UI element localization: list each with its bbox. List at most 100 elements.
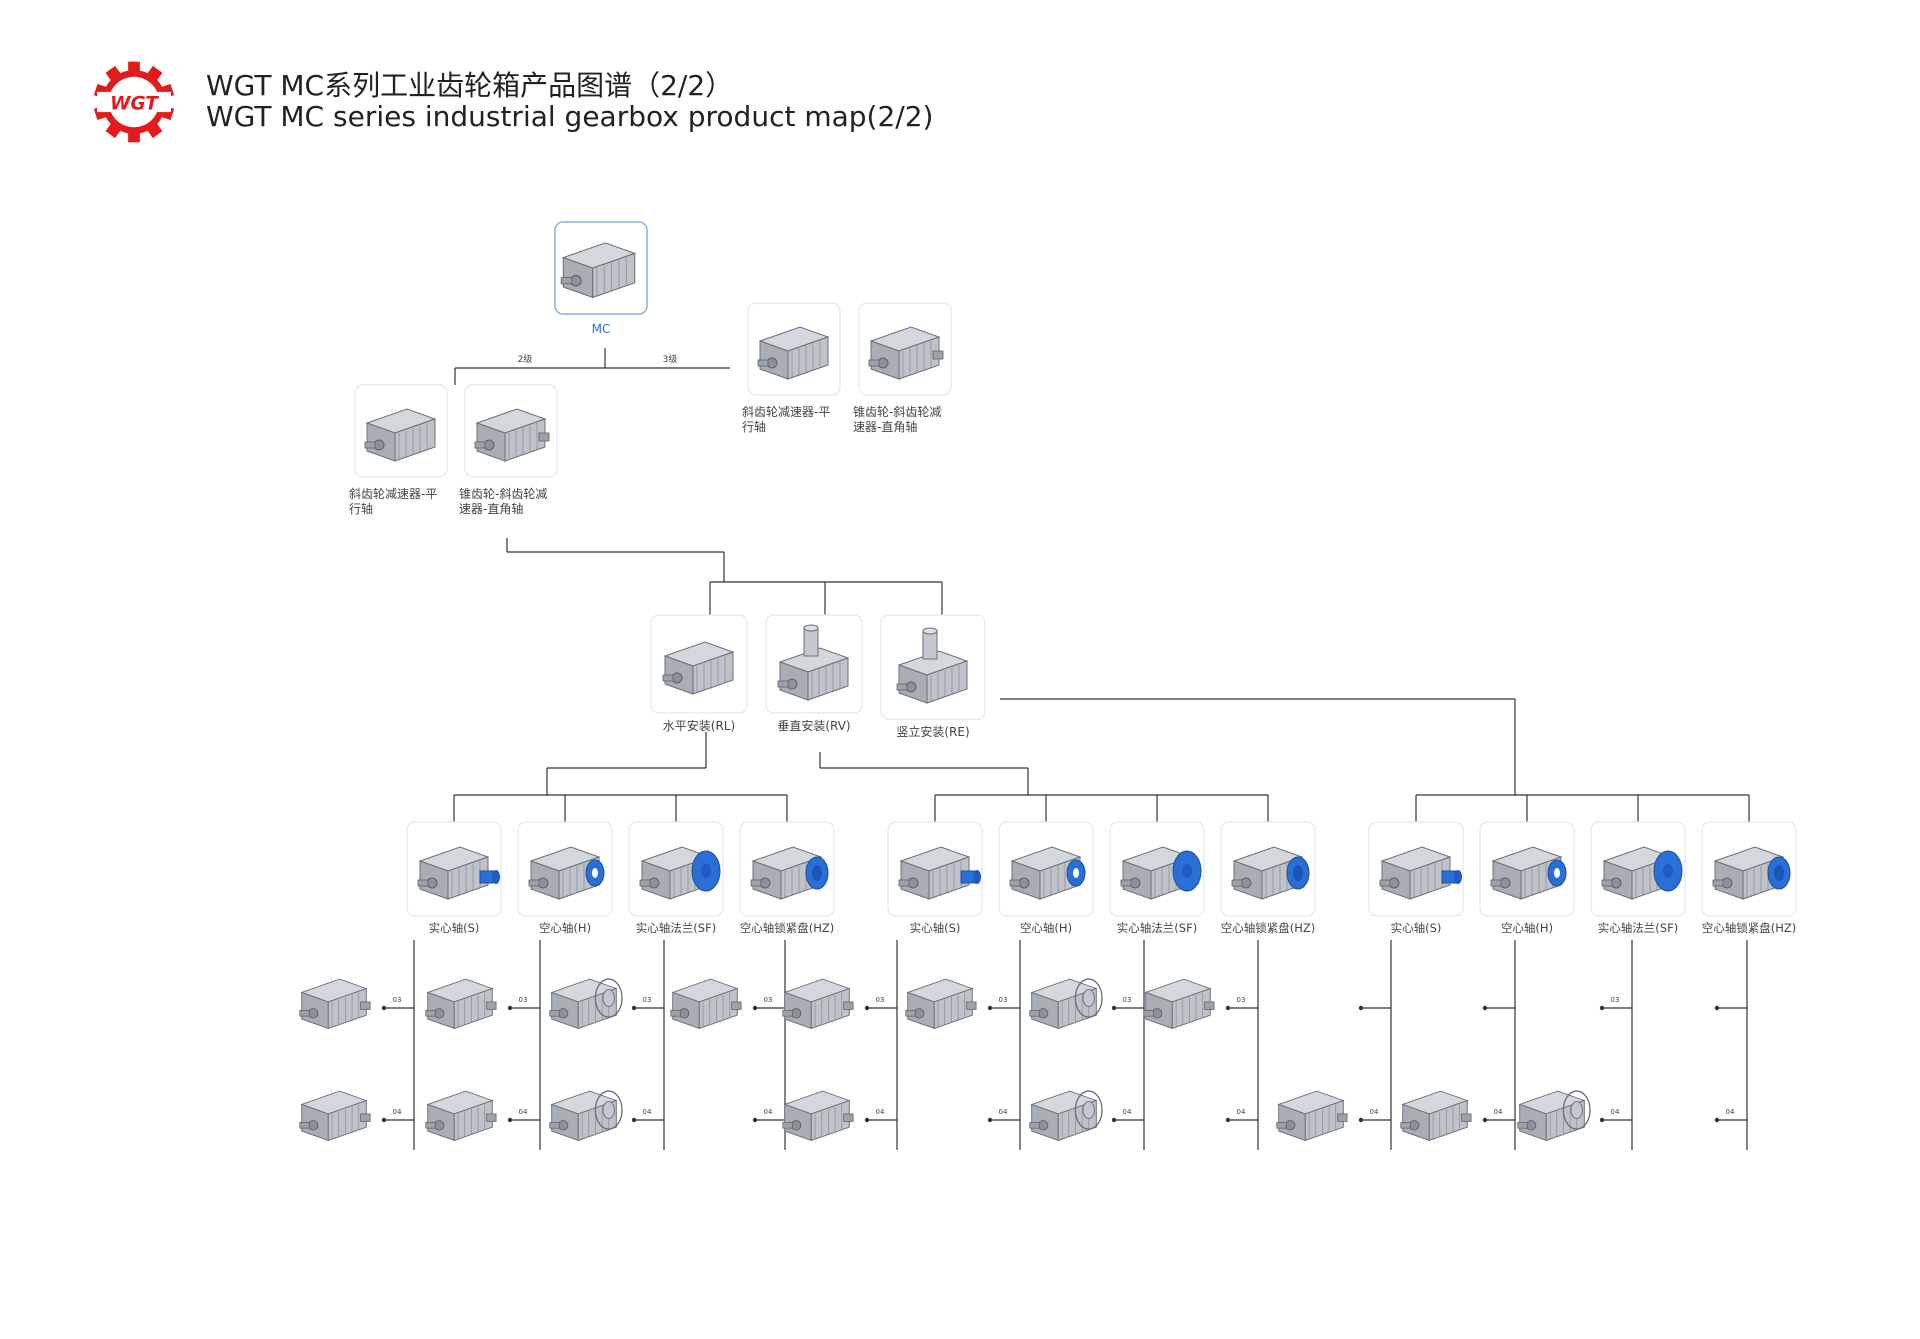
gearbox-shaft-stub [1712, 879, 1724, 887]
gray-output-shaft [360, 1001, 371, 1010]
gearbox-tower [922, 630, 938, 660]
gearbox-shaft-stub [1517, 1122, 1528, 1129]
blue-disc-hub [1774, 865, 1784, 881]
gray-output-shaft [966, 1001, 977, 1010]
shaft-gearbox-icon [898, 846, 981, 900]
logo-tooth [128, 128, 140, 143]
variant-code-04: 04 [643, 1108, 652, 1116]
gearbox-shaft-stub [777, 680, 789, 688]
variant-dot [507, 1117, 513, 1123]
variant-dot [507, 1005, 513, 1011]
gearbox-shaft-stub [425, 1122, 436, 1129]
shaft-gearbox-icon [1601, 846, 1683, 900]
gearbox-side [692, 651, 734, 695]
mounting-gearbox-icon [662, 641, 735, 695]
gearbox-input-shaft [537, 877, 549, 889]
variant-dot [864, 1117, 870, 1123]
gearbox-input-shaft [759, 877, 771, 889]
gearbox-side [592, 252, 636, 299]
gearbox-side [504, 418, 546, 462]
gearbox-shaft-stub [898, 879, 910, 887]
shaft-type-label: 实心轴(S) [910, 921, 961, 935]
gearbox-shaft-stub [1276, 1122, 1287, 1129]
gearbox-shaft-stub [1143, 1010, 1154, 1017]
variant-dot [1599, 1005, 1605, 1011]
root-gearbox-icon [560, 242, 637, 299]
root-label: MC [592, 322, 611, 336]
gearbox-input-shaft [1721, 877, 1733, 889]
variant-dot [1599, 1117, 1605, 1123]
gray-output-shaft [843, 1001, 854, 1010]
variant-dot [864, 1005, 870, 1011]
variant-dot [987, 1005, 993, 1011]
variant-gearbox-icon [1143, 978, 1215, 1030]
gearbox-input-shaft [557, 1120, 569, 1131]
gearbox-input-shaft [1408, 1120, 1420, 1131]
gearbox-shaft-stub [1379, 879, 1391, 887]
gearbox-input-shaft [1610, 877, 1622, 889]
gearbox-side [447, 856, 489, 900]
gray-flange-hub [1082, 989, 1095, 1008]
gearbox-shaft-stub [1120, 879, 1132, 887]
variant-dot [1358, 1117, 1364, 1123]
mounting-label: 竖立安装(RE) [896, 724, 969, 739]
variant-code-04: 04 [1494, 1108, 1503, 1116]
blue-output-end [492, 870, 500, 884]
gray-output-shaft [1461, 1113, 1472, 1122]
mounting-label: 水平安装(RL) [663, 718, 735, 733]
level1-label-line1: 锥齿轮-斜齿轮减 [459, 487, 547, 501]
shaft-type-label: 空心轴锁紧盘(HZ) [1702, 921, 1797, 935]
variant-code-03: 03 [393, 996, 402, 1004]
shaft-type-label: 实心轴法兰(SF) [1598, 921, 1678, 935]
variant-dot [1482, 1005, 1488, 1011]
page-title-cn: WGT MC系列工业齿轮箱产品图谱（2/2） [206, 69, 734, 102]
variant-dot [1225, 1005, 1231, 1011]
gray-output-flange [1562, 1090, 1591, 1130]
gearbox-tower-cap [803, 624, 819, 632]
gray-output-flange [1074, 978, 1103, 1018]
gray-output-flange [1074, 1090, 1103, 1130]
gearbox-input-shaft [307, 1120, 319, 1131]
gearbox-side [453, 1099, 493, 1142]
blue-disc-hub [1293, 865, 1303, 881]
variant-gearbox-icon [299, 978, 371, 1030]
gearbox-input-shaft [433, 1008, 445, 1019]
gearbox-shaft-stub [1009, 879, 1021, 887]
gearbox-input-shaft [913, 1008, 925, 1019]
logo-tooth [128, 61, 140, 76]
variant-code-04: 04 [764, 1108, 773, 1116]
variant-code-04: 04 [1370, 1108, 1379, 1116]
gearbox-input-shaft [648, 877, 660, 889]
gearbox-shaft-stub [868, 359, 880, 367]
logo-band [97, 91, 171, 113]
shaft-type-label: 实心轴(S) [1391, 921, 1442, 935]
gray-output-shaft [1337, 1113, 1348, 1122]
gearbox-side [1428, 1099, 1468, 1142]
gearbox-input-shaft [1388, 877, 1400, 889]
blue-flange-hub [701, 864, 711, 878]
variant-dot [381, 1117, 387, 1123]
variant-gearbox-icon [425, 1090, 497, 1142]
variant-dot [752, 1005, 758, 1011]
gray-output-flange [594, 1090, 623, 1130]
gearbox-shaft-stub [417, 879, 429, 887]
gearbox-input-shaft [1037, 1120, 1049, 1131]
variant-gearbox-icon [299, 1090, 371, 1142]
blue-hollow-bore [1073, 868, 1079, 878]
variant-gearbox-icon [905, 978, 977, 1030]
variant-gearbox-icon [1400, 1090, 1472, 1142]
variant-code-03: 03 [519, 996, 528, 1004]
gray-flange-hub [1570, 1101, 1583, 1120]
gray-output-shaft [486, 1001, 497, 1010]
shaft-gearbox-icon [1009, 846, 1086, 900]
variant-code-03: 03 [876, 996, 885, 1004]
variant-gearbox-icon [670, 978, 742, 1030]
shaft-type-label: 实心轴法兰(SF) [636, 921, 716, 935]
gray-flange-hub [602, 1101, 615, 1120]
blue-output-end [973, 870, 981, 884]
variant-code-04: 04 [393, 1108, 402, 1116]
variant-dot [1358, 1005, 1364, 1011]
logo-text: WGT [110, 94, 159, 115]
page-title-en: WGT MC series industrial gearbox product… [206, 100, 934, 133]
